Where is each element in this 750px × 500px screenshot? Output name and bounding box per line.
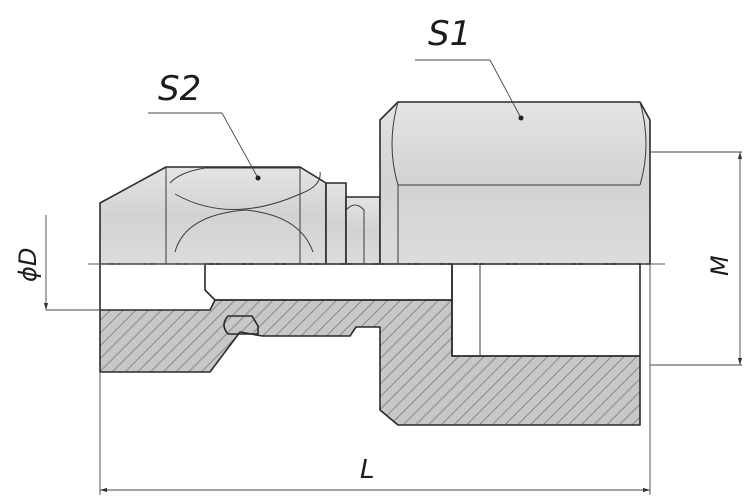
diameter-label: ϕD (14, 248, 42, 282)
s1-leader-dot (518, 115, 524, 121)
inner-bore (204, 263, 453, 301)
union-nut-s2 (99, 166, 327, 265)
relief-pocket (223, 315, 259, 335)
body-hex-s1 (379, 101, 651, 265)
union-nut-face-lower (174, 209, 314, 253)
s2-label: S2 (158, 69, 201, 109)
groove (345, 196, 381, 265)
s1-leader (489, 59, 522, 119)
body-section (99, 299, 641, 426)
length-label: L (360, 455, 375, 485)
s2-leader (221, 112, 259, 179)
thread-label: M (706, 255, 734, 276)
s1-label: S1 (428, 14, 471, 54)
groove-curve (345, 204, 365, 264)
body-hex-face (391, 101, 647, 186)
collar (325, 182, 347, 265)
s2-leader-dot (255, 175, 261, 181)
